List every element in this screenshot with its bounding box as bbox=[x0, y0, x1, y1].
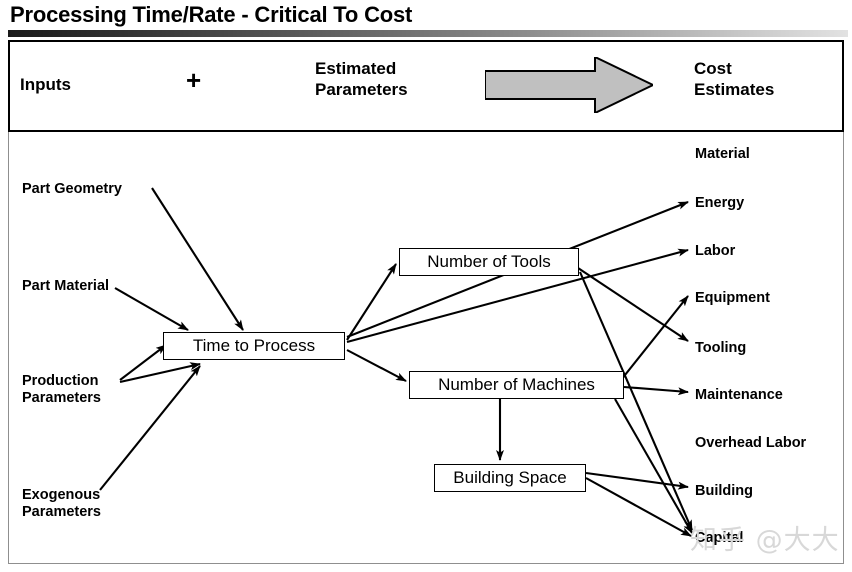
node-building-space[interactable]: Building Space bbox=[434, 464, 586, 492]
right-arrow-icon bbox=[485, 57, 653, 113]
plus-symbol-icon: + bbox=[186, 65, 202, 95]
output-label-labor: Labor bbox=[695, 243, 736, 259]
node-number-of-tools[interactable]: Number of Tools bbox=[399, 248, 579, 276]
output-label-material: Material bbox=[695, 146, 750, 162]
output-label-energy: Energy bbox=[695, 195, 745, 211]
header-band bbox=[8, 40, 844, 132]
header-cost-estimates-label: Cost Estimates bbox=[694, 59, 775, 99]
output-label-maintenance: Maintenance bbox=[695, 387, 783, 403]
node-time-to-process[interactable]: Time to Process bbox=[163, 332, 345, 360]
header-estimated-parameters-label: Estimated Parameters bbox=[315, 59, 408, 99]
title-underline-rule bbox=[8, 30, 848, 37]
output-label-capital: Capital bbox=[695, 530, 744, 546]
input-label-production-parameters: Production Parameters bbox=[22, 373, 101, 406]
output-label-tooling: Tooling bbox=[695, 340, 747, 356]
page-title: Processing Time/Rate - Critical To Cost bbox=[10, 2, 413, 27]
output-label-overhead-labor: Overhead Labor bbox=[695, 435, 807, 451]
input-label-part-material: Part Material bbox=[22, 278, 110, 294]
input-label-part-geometry: Part Geometry bbox=[22, 181, 122, 197]
node-number-of-machines[interactable]: Number of Machines bbox=[409, 371, 624, 399]
header-inputs-label: Inputs bbox=[20, 75, 71, 94]
output-label-equipment: Equipment bbox=[695, 290, 770, 306]
watermark-text: 知乎 @大大 bbox=[690, 525, 840, 556]
input-label-exogenous-parameters: Exogenous Parameters bbox=[22, 487, 101, 520]
output-label-building: Building bbox=[695, 483, 753, 499]
